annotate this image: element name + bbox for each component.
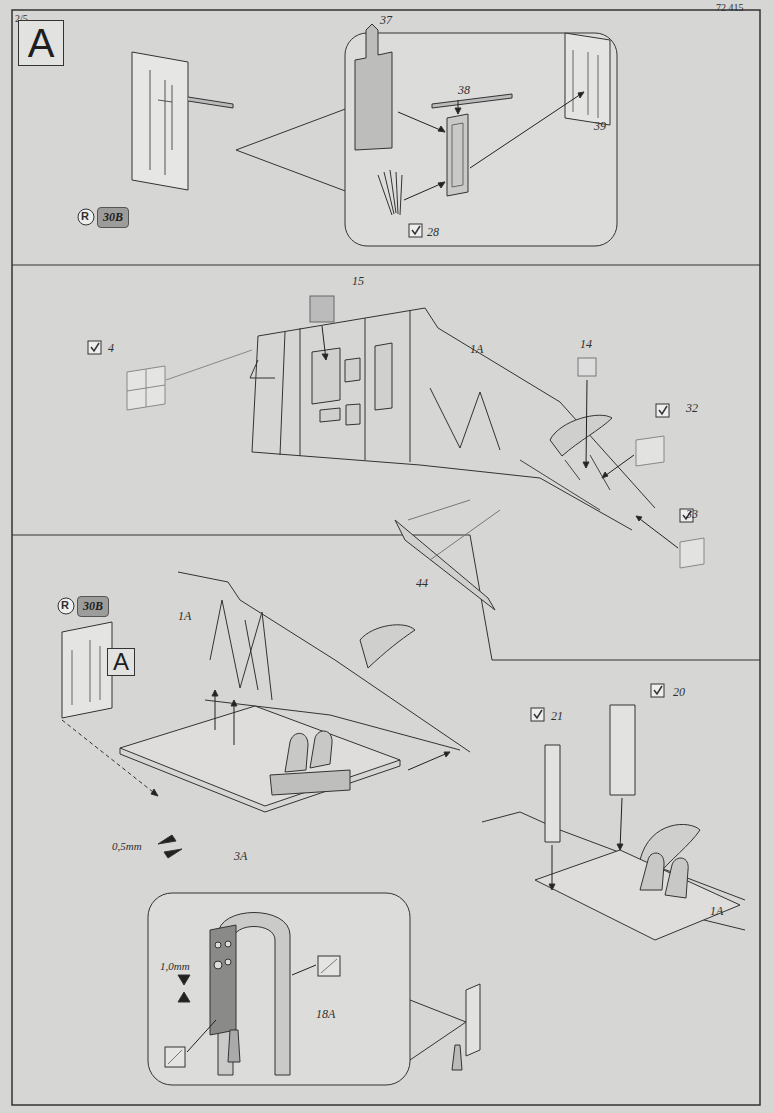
callout-number: 1A <box>178 610 191 623</box>
callout-number: 39 <box>594 120 606 133</box>
callout-number: 1,0mm <box>160 960 190 972</box>
symbol-letter: R <box>81 210 89 222</box>
reference-box: 30B <box>97 207 129 228</box>
callout-number: 32 <box>686 402 698 415</box>
callout-number: 0,5mm <box>112 840 142 852</box>
callout-number: 33 <box>686 508 698 521</box>
node-text: A <box>108 650 134 674</box>
callout-number: 38 <box>458 84 470 97</box>
callout-number: 3A <box>234 850 247 863</box>
callout-number: 44 <box>416 577 428 590</box>
symbol-letter: R <box>61 599 69 611</box>
callout-number: 4 <box>108 342 114 355</box>
step-letter-box: A <box>107 648 135 676</box>
callout-number: 18A <box>316 1008 335 1021</box>
node-text: 30B <box>83 599 103 614</box>
reference-box: 30B <box>77 596 109 617</box>
callout-number: 72 415 <box>716 2 744 13</box>
callout-number: 1A <box>710 905 723 918</box>
callout-number: 14 <box>580 338 592 351</box>
callout-number: 21 <box>551 710 563 723</box>
node-text: 30B <box>103 210 123 225</box>
callout-number: 1A <box>470 343 483 356</box>
callout-number: 28 <box>427 226 439 239</box>
node-text: A <box>19 23 63 63</box>
callout-number: 15 <box>352 275 364 288</box>
callout-number: 37 <box>380 14 392 27</box>
step-letter-box: A <box>18 20 64 66</box>
callout-number: 20 <box>673 686 685 699</box>
